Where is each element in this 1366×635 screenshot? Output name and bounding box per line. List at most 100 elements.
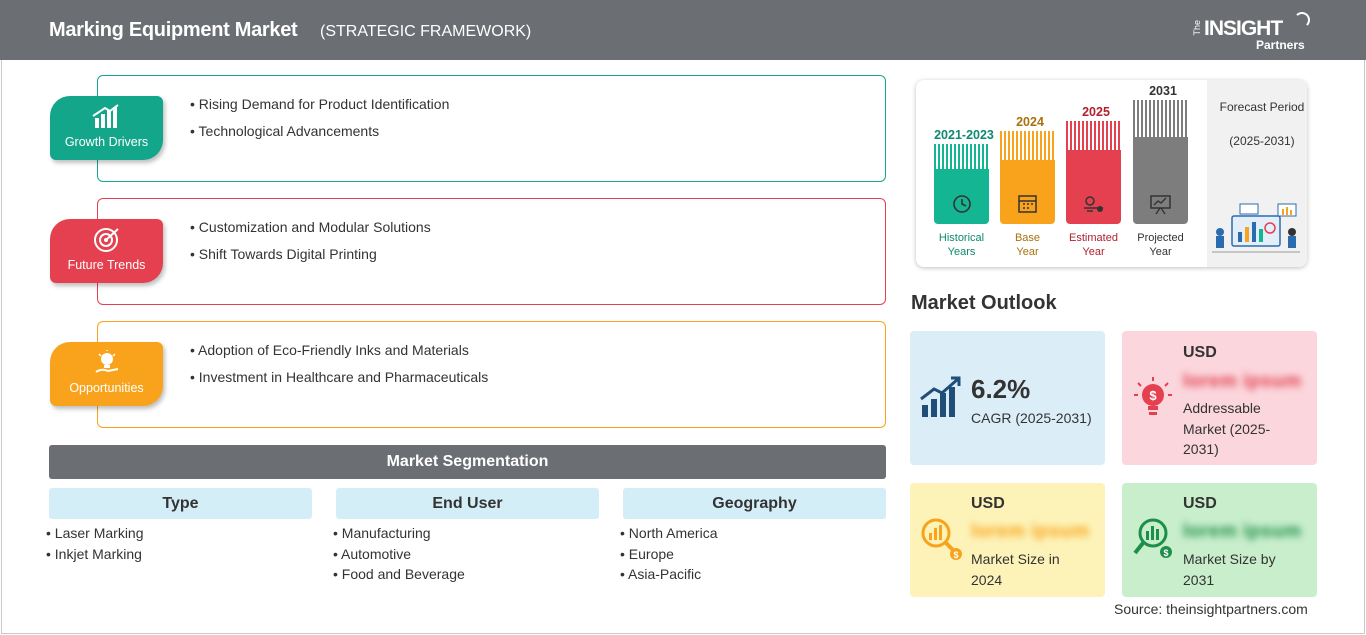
- list-item: Automotive: [333, 546, 465, 567]
- calendar-icon: [1018, 195, 1037, 213]
- page-subtitle: (STRATEGIC FRAMEWORK): [320, 23, 532, 40]
- source-credit: Source: theinsightpartners.com: [1114, 601, 1308, 617]
- page-header: Marking Equipment Market (STRATEGIC FRAM…: [0, 0, 1366, 60]
- svg-text:$: $: [1149, 388, 1157, 403]
- addressable-label: Addressable Market (2025- 2031): [1183, 398, 1270, 460]
- magnifier-dollar-chart-icon: $: [921, 518, 962, 560]
- history-clock-icon: [953, 195, 971, 213]
- list-item: Customization and Modular Solutions: [190, 219, 431, 235]
- analytics-team-illustration-icon: [1212, 203, 1300, 253]
- opportunities-card: Adoption of Eco-Friendly Inks and Materi…: [97, 321, 886, 428]
- list-item: North America: [620, 525, 718, 546]
- forecast-period-label: Forecast Period: [1219, 100, 1305, 114]
- page-title: Marking Equipment Market: [49, 19, 298, 41]
- timeline-bar: [1066, 150, 1121, 224]
- market-size-2031-box: $ USD lorem ipsum Market Size by 2031: [1122, 483, 1317, 597]
- timeline-year: 2031: [1149, 84, 1177, 98]
- lightbulb-dollar-icon: $: [1134, 377, 1172, 415]
- timeline-bar-stripes: [1000, 131, 1055, 161]
- list-item: Manufacturing: [333, 525, 465, 546]
- segment-geography-list: North America Europe Asia-Pacific: [620, 525, 718, 587]
- presentation-board-icon: [1150, 195, 1171, 215]
- cagr-box: 6.2% CAGR (2025-2031): [910, 331, 1105, 465]
- list-item: Inkjet Marking: [46, 546, 144, 567]
- svg-text:$: $: [1163, 548, 1168, 558]
- lightbulb-hand-icon: [95, 350, 119, 373]
- list-item: Technological Advancements: [190, 123, 449, 139]
- growth-drivers-card: Rising Demand for Product Identification…: [97, 75, 886, 182]
- growth-chart-icon: [92, 104, 119, 128]
- cagr-label: CAGR (2025-2031): [971, 410, 1092, 426]
- market-size-2024-box: $ USD lorem ipsum Market Size in 2024: [910, 483, 1105, 597]
- label-line: Market Size in: [971, 551, 1060, 567]
- label-line: 2031): [1183, 441, 1219, 457]
- target-icon: [94, 228, 119, 252]
- caption-line: Year: [1016, 246, 1039, 258]
- future-trends-list: Customization and Modular Solutions Shif…: [190, 219, 431, 273]
- label-line: Addressable: [1183, 400, 1261, 416]
- list-item: Europe: [620, 546, 718, 567]
- timeline-year: 2025: [1082, 105, 1110, 119]
- timeline-year: 2024: [1016, 115, 1044, 129]
- content-frame: [1, 60, 1365, 634]
- list-item: Laser Marking: [46, 525, 144, 546]
- caption-line: Estimated: [1069, 232, 1118, 244]
- list-item: Adoption of Eco-Friendly Inks and Materi…: [190, 342, 488, 358]
- timeline-caption: Estimated Year: [1046, 231, 1141, 259]
- opportunities-list: Adoption of Eco-Friendly Inks and Materi…: [190, 342, 488, 396]
- market-outlook-title: Market Outlook: [911, 292, 1057, 314]
- future-trends-card: Customization and Modular Solutions Shif…: [97, 198, 886, 305]
- segment-end-user-list: Manufacturing Automotive Food and Bevera…: [333, 525, 465, 587]
- estimate-gears-icon: [1084, 196, 1103, 212]
- size-2024-label: Market Size in 2024: [971, 549, 1060, 590]
- badge-label: Opportunities: [69, 381, 144, 395]
- list-item: Food and Beverage: [333, 566, 465, 587]
- caption-line: Base: [1014, 232, 1041, 244]
- timeline-bar: [1000, 160, 1055, 224]
- timeline-bar: [1133, 137, 1188, 224]
- caption-line: Years: [947, 246, 976, 258]
- size-2024-value-blurred: lorem ipsum: [971, 521, 1090, 542]
- size-2031-value-blurred: lorem ipsum: [1183, 521, 1302, 542]
- addressable-currency: USD: [1183, 344, 1217, 361]
- label-line: Market Size by: [1183, 551, 1276, 567]
- logo-partners: Partners: [1256, 38, 1305, 52]
- segment-type-list: Laser Marking Inkjet Marking: [46, 525, 144, 566]
- size-2031-label: Market Size by 2031: [1183, 549, 1276, 590]
- label-line: Market (2025-: [1183, 420, 1271, 437]
- label-line: 2031: [1183, 571, 1215, 588]
- size-2024-currency: USD: [971, 495, 1005, 512]
- opportunities-badge: Opportunities: [50, 342, 163, 406]
- timeline-caption: Historical Years: [916, 231, 1009, 259]
- badge-label: Future Trends: [67, 258, 146, 272]
- insight-partners-logo[interactable]: The INSIGHT Partners: [1190, 12, 1310, 54]
- list-item: Investment in Healthcare and Pharmaceuti…: [190, 369, 488, 385]
- logo-the: The: [1192, 20, 1202, 36]
- badge-label: Growth Drivers: [64, 135, 149, 149]
- caption-line: Historical: [938, 232, 985, 244]
- future-trends-badge: Future Trends: [50, 219, 163, 283]
- caption-line: Year: [1149, 246, 1172, 258]
- caption-line: Year: [1082, 246, 1105, 258]
- caption-line: Projected: [1137, 232, 1184, 244]
- timeline-caption: Base Year: [980, 231, 1075, 259]
- growth-chart-icon: [920, 376, 961, 417]
- addressable-market-box: $ USD lorem ipsum Addressable Market (20…: [1122, 331, 1317, 465]
- segment-end-user-header: End User: [336, 488, 599, 519]
- label-line: 2024: [971, 571, 1003, 588]
- timeline-year: 2021-2023: [934, 128, 994, 142]
- list-item: Rising Demand for Product Identification: [190, 96, 450, 112]
- growth-drivers-badge: Growth Drivers: [50, 96, 163, 160]
- forecast-period-years: (2025-2031): [1229, 134, 1295, 148]
- svg-text:$: $: [953, 550, 958, 560]
- timeline-panel: 2021-2023 Historical Years 2024 Base Yea…: [916, 80, 1307, 267]
- addressable-value-blurred: lorem ipsum: [1183, 371, 1302, 392]
- market-segmentation-title: Market Segmentation: [49, 445, 886, 479]
- magnifier-dollar-chart-icon: $: [1133, 518, 1172, 558]
- cagr-value: 6.2%: [971, 374, 1031, 404]
- timeline-bar-stripes: [1066, 121, 1121, 151]
- growth-drivers-list: Rising Demand for Product Identification…: [190, 96, 450, 150]
- list-item: Shift Towards Digital Printing: [190, 246, 431, 262]
- logo-insight: INSIGHT: [1204, 17, 1283, 40]
- timeline-caption: Projected Year: [1113, 231, 1208, 259]
